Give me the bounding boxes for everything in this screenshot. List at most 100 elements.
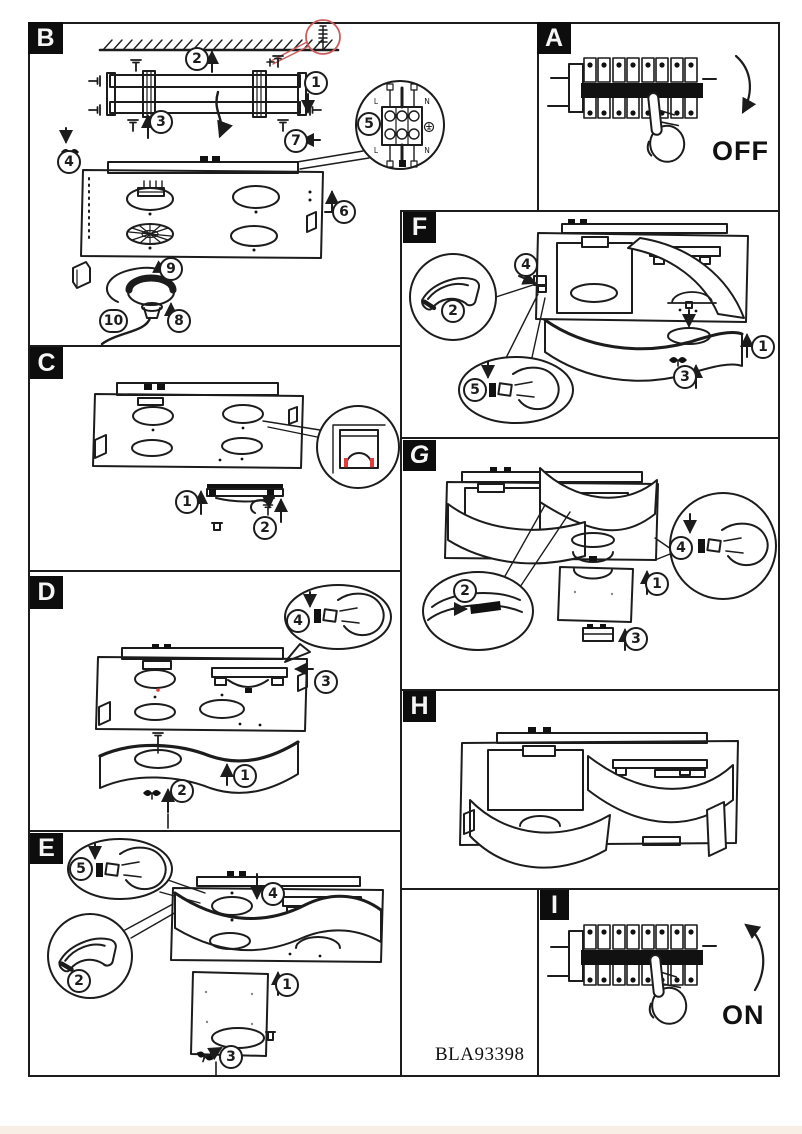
page-edge: [0, 1126, 802, 1134]
panel-label-c: C: [30, 347, 63, 379]
screw-icon: [130, 59, 142, 72]
step-marker: 10: [99, 309, 128, 333]
outer-border-top: [28, 22, 780, 24]
step3-arrow: [203, 1046, 223, 1061]
trim-bar: [206, 484, 284, 503]
fixture-body: [92, 382, 304, 469]
wavy-diffuser-left: [447, 503, 586, 565]
terminal-detail: L N L N: [296, 80, 445, 170]
flat-panel: [190, 971, 276, 1057]
step-marker: 3: [314, 670, 338, 694]
outer-border-bottom: [28, 1075, 780, 1077]
caption-off: OFF: [712, 136, 769, 166]
hand-detail-bubble: [458, 293, 574, 424]
step-marker: 3: [149, 110, 173, 134]
panel-label-f: F: [403, 212, 436, 243]
flat-panel: [557, 566, 634, 623]
step-marker: 1: [645, 572, 669, 596]
hand-detail-bubble: [284, 584, 392, 663]
fixture-body: [533, 219, 749, 323]
wavy-diffuser-right: [539, 467, 658, 532]
svg-text:N: N: [424, 146, 430, 155]
step-marker: 2: [253, 516, 277, 540]
clip-on-fixture: [533, 275, 547, 286]
panel-d-illustration: [95, 584, 392, 829]
panel-h-illustration: [459, 727, 739, 869]
screw-icon: [88, 75, 101, 87]
fixture-body: [444, 467, 659, 565]
divider-h-i: [400, 888, 780, 890]
product-code: BLA93398: [435, 1044, 525, 1065]
divider-b-c: [28, 345, 402, 347]
panel-i-illustration: [547, 923, 765, 1027]
divider-c-d: [28, 570, 402, 572]
step6-arrow-line: [324, 191, 333, 213]
screw-icon: [262, 504, 274, 516]
wavy-diffuser-installed: [627, 237, 745, 319]
ground-terminal-icon: [423, 121, 435, 133]
step4-arrow: [518, 271, 537, 285]
step-marker: 5: [463, 378, 487, 402]
fastener-step2: [211, 494, 288, 531]
divider-a-left: [537, 22, 539, 212]
step-marker: 6: [332, 200, 356, 224]
canopy-dome: [106, 260, 177, 306]
panel-f-illustration: [409, 219, 754, 424]
assembled-fixture: [459, 727, 739, 869]
fixture-body: [95, 644, 308, 732]
screw-icon: [127, 119, 139, 132]
panel-b-illustration: L N L N: [59, 19, 445, 346]
clip-detail-bubble: [422, 504, 571, 651]
screw-icon: [309, 104, 322, 116]
step-marker: 1: [304, 71, 328, 95]
step-marker: 8: [167, 309, 191, 333]
panel-label-i: I: [540, 890, 569, 920]
panel-label-a: A: [537, 22, 571, 54]
step-marker: 2: [441, 299, 465, 323]
cable: [215, 90, 233, 139]
off-direction-arrow: [734, 54, 757, 114]
screw-icon: [277, 119, 289, 132]
step-marker: 2: [453, 579, 477, 603]
screw-icon: [88, 104, 101, 116]
panel-label-e: E: [30, 833, 63, 864]
outer-border-left: [28, 22, 30, 1077]
panel-c-illustration: [92, 382, 400, 531]
clip-detail-bubble: [409, 253, 534, 341]
step-marker: 2: [170, 779, 194, 803]
outer-border-right: [778, 22, 780, 1077]
circuit-breaker: [547, 57, 717, 119]
circuit-breaker: [547, 924, 717, 986]
power-cable: [100, 316, 152, 346]
mounting-bracket: [88, 55, 322, 139]
panel-label-b: B: [28, 22, 63, 54]
step-marker: 4: [669, 536, 693, 560]
step-marker: 1: [233, 764, 257, 788]
wavy-diffuser: [98, 732, 300, 794]
step-marker: 3: [219, 1045, 243, 1069]
step-marker: 1: [751, 335, 775, 359]
step-marker: 5: [357, 112, 381, 136]
step-marker: 4: [261, 882, 285, 906]
divider-g-h: [400, 689, 780, 691]
step-marker: 2: [67, 969, 91, 993]
divider-d-e: [28, 830, 402, 832]
bracket-part: [582, 624, 614, 642]
panel-label-h: H: [403, 691, 436, 722]
svg-text:L: L: [374, 146, 379, 155]
step-marker: 4: [514, 253, 538, 277]
step-marker: 1: [175, 490, 199, 514]
hand-detail-bubble: [67, 838, 206, 904]
svg-text:L: L: [374, 97, 379, 106]
wing-screw-icon: [142, 789, 162, 800]
panel-e-illustration: [47, 838, 384, 1077]
panel-a-illustration: [547, 54, 757, 165]
step-marker: 5: [69, 857, 93, 881]
fixture-body: [170, 871, 384, 963]
divider-f-g: [400, 437, 780, 439]
clip-detail: [262, 405, 400, 489]
step-marker: 3: [673, 365, 697, 389]
divider-code-i: [537, 888, 539, 1077]
screw-icon: [152, 732, 164, 745]
